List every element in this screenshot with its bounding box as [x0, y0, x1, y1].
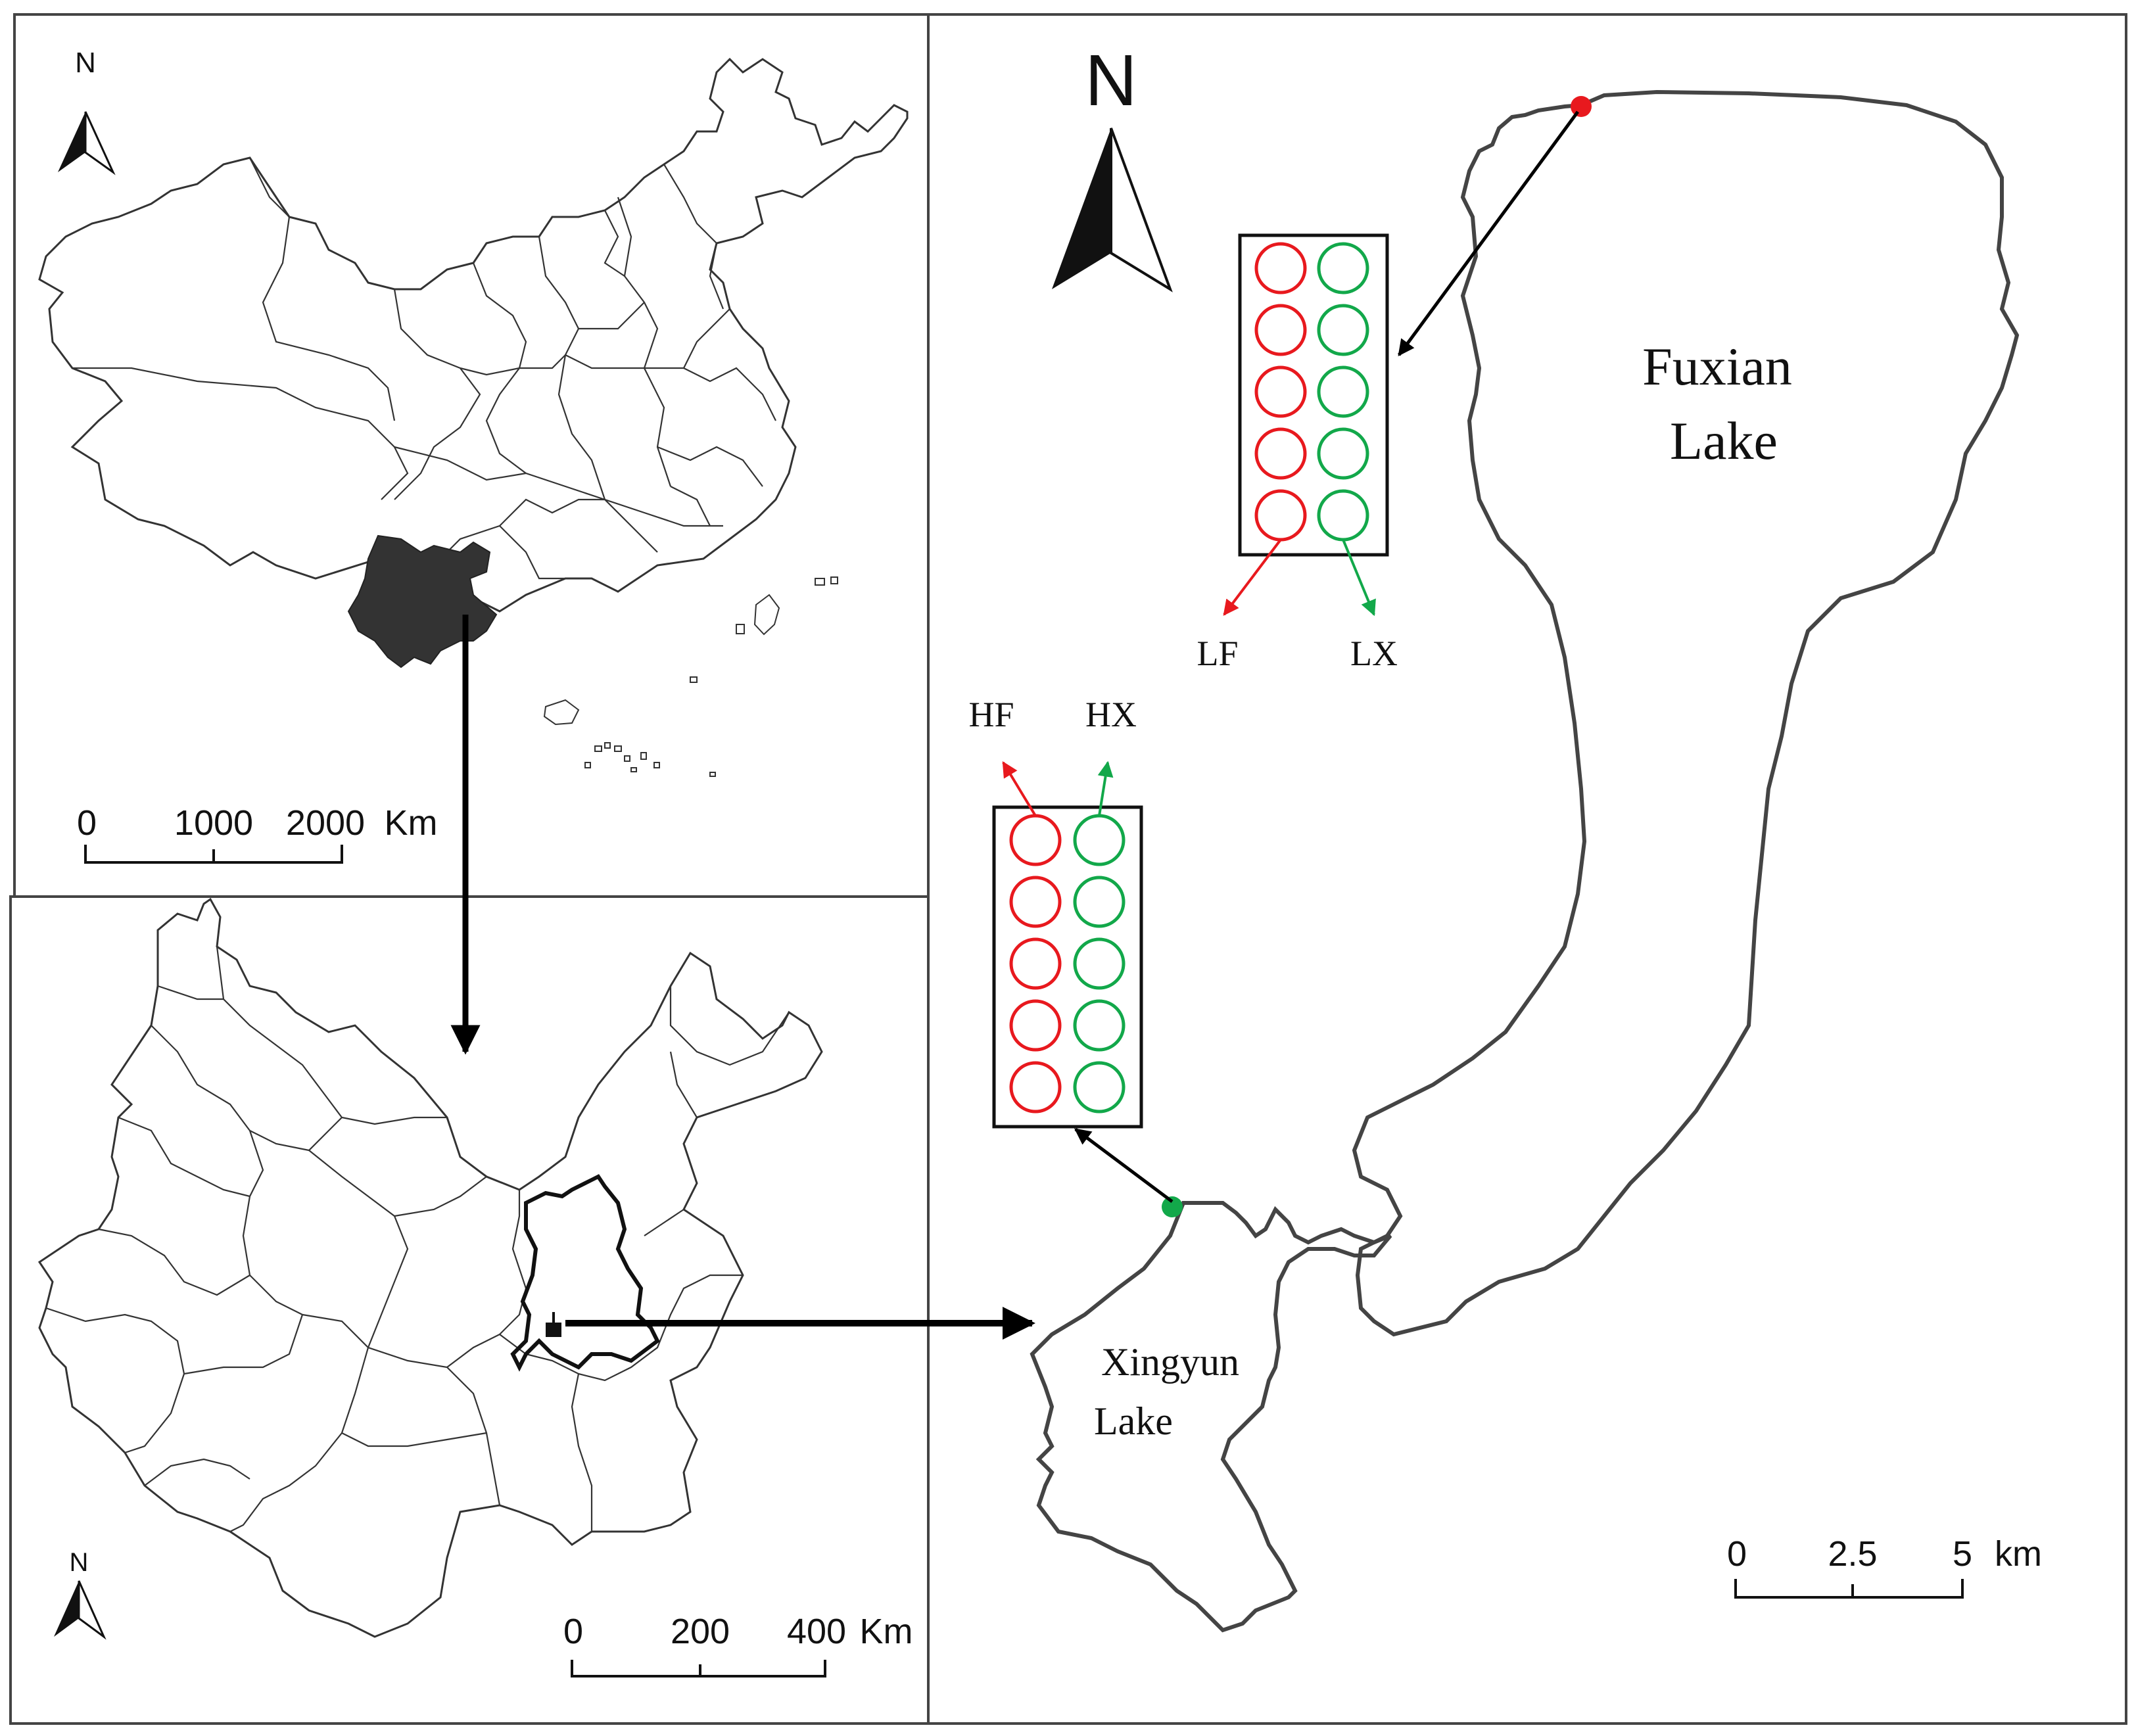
lakes-scale-bar: 0 2.5 5 km [1727, 1534, 2042, 1599]
yuxi-prefecture-outline [510, 1174, 660, 1372]
hf-sample-2 [1009, 876, 1062, 928]
hx-label: HX [1085, 695, 1137, 734]
lx-sample-3 [1317, 365, 1369, 418]
lf-sample-1 [1254, 242, 1307, 294]
yunnan-scale-tick-0: 0 [563, 1612, 583, 1651]
yunnan-scale-bar: 0 200 400 Km [563, 1612, 913, 1677]
fuxian-site-to-box-arrow [1397, 110, 1580, 357]
yunnan-outline [37, 897, 823, 1638]
yunnan-prefecture-boundaries [45, 946, 790, 1532]
china-scale-bar: 0 1000 2000 Km [77, 803, 438, 864]
south-china-sea-islands [543, 576, 838, 777]
hf-sample-3 [1009, 937, 1062, 990]
hf-sample-5 [1009, 1061, 1062, 1114]
lf-sample-2 [1254, 304, 1307, 356]
lakes-north-label: N [1085, 40, 1137, 121]
hx-sample-1 [1073, 814, 1126, 866]
north-arrow-icon [54, 1580, 107, 1640]
hx-sample-4 [1073, 999, 1126, 1052]
north-arrow-icon [1052, 128, 1173, 293]
xingyun-sampling-box: HF HX [968, 695, 1143, 1129]
fuxian-lake-label-line2: Lake [1670, 411, 1778, 471]
yunnan-scale-tick-1: 200 [671, 1612, 730, 1651]
lakes-scale-tick-0: 0 [1727, 1534, 1747, 1574]
yunnan-map: N 0 200 400 Km [37, 897, 913, 1677]
hx-sample-3 [1073, 937, 1126, 990]
lakes-scale-tick-2: 5 [1953, 1534, 1972, 1574]
lx-pointer-arrow [1342, 539, 1376, 617]
study-site-marker [546, 1323, 561, 1337]
lf-sample-4 [1254, 427, 1307, 480]
hf-label: HF [968, 695, 1014, 734]
hf-sample-1 [1009, 814, 1062, 866]
china-province-boundaries [72, 157, 776, 605]
hx-sample-5 [1073, 1061, 1126, 1114]
xingyun-site-to-box-arrow [1074, 1127, 1174, 1204]
lakes-scale-unit: km [1995, 1534, 2042, 1574]
fuxian-sampling-site-red-dot [1571, 96, 1592, 117]
lakes-scale-tick-1: 2.5 [1828, 1534, 1877, 1574]
fuxian-lake-outline [1352, 89, 2020, 1337]
xingyun-sampling-site-green-dot [1162, 1196, 1183, 1217]
yunnan-north-label: N [70, 1548, 89, 1577]
yunnan-highlight-region [347, 534, 498, 669]
yunnan-scale-unit: Km [860, 1612, 913, 1651]
xingyun-lake-label-line1: Xingyun [1101, 1340, 1239, 1384]
china-scale-tick-0: 0 [77, 803, 97, 843]
china-map: N 0 1000 2000 Km [38, 47, 909, 864]
lf-pointer-arrow [1223, 538, 1282, 616]
china-scale-tick-1: 1000 [174, 803, 253, 843]
lx-sample-5 [1317, 489, 1369, 542]
china-panel-frame [13, 13, 930, 898]
lf-label: LF [1197, 634, 1238, 673]
lf-sample-3 [1254, 365, 1307, 418]
lakes-map: N Fuxian Lake Xingyun Lake [968, 40, 2042, 1633]
fuxian-sample-circles [1254, 242, 1369, 542]
north-arrow-icon [58, 111, 116, 176]
hf-pointer-arrow [1002, 761, 1037, 817]
yunnan-panel-frame [9, 895, 930, 1725]
xingyun-lake-outline [1030, 1201, 1392, 1633]
fuxian-sampling-box: LF LX [1197, 233, 1398, 673]
xingyun-sample-circles [1009, 814, 1126, 1114]
hx-pointer-arrow [1097, 761, 1114, 816]
xingyun-lake-label-line2: Lake [1094, 1399, 1173, 1443]
lx-sample-2 [1317, 304, 1369, 356]
lakes-panel-frame [927, 13, 2127, 1725]
lx-label: LX [1350, 634, 1398, 673]
lx-sample-1 [1317, 242, 1369, 294]
china-scale-unit: Km [385, 803, 438, 843]
china-outline [38, 57, 909, 613]
china-scale-tick-2: 2000 [286, 803, 365, 843]
fuxian-lake-label-line1: Fuxian [1642, 337, 1792, 396]
lf-sample-5 [1254, 489, 1307, 542]
hf-sample-4 [1009, 999, 1062, 1052]
china-north-label: N [75, 47, 96, 79]
yunnan-scale-tick-2: 400 [787, 1612, 846, 1651]
lx-sample-4 [1317, 427, 1369, 480]
hx-sample-2 [1073, 876, 1126, 928]
